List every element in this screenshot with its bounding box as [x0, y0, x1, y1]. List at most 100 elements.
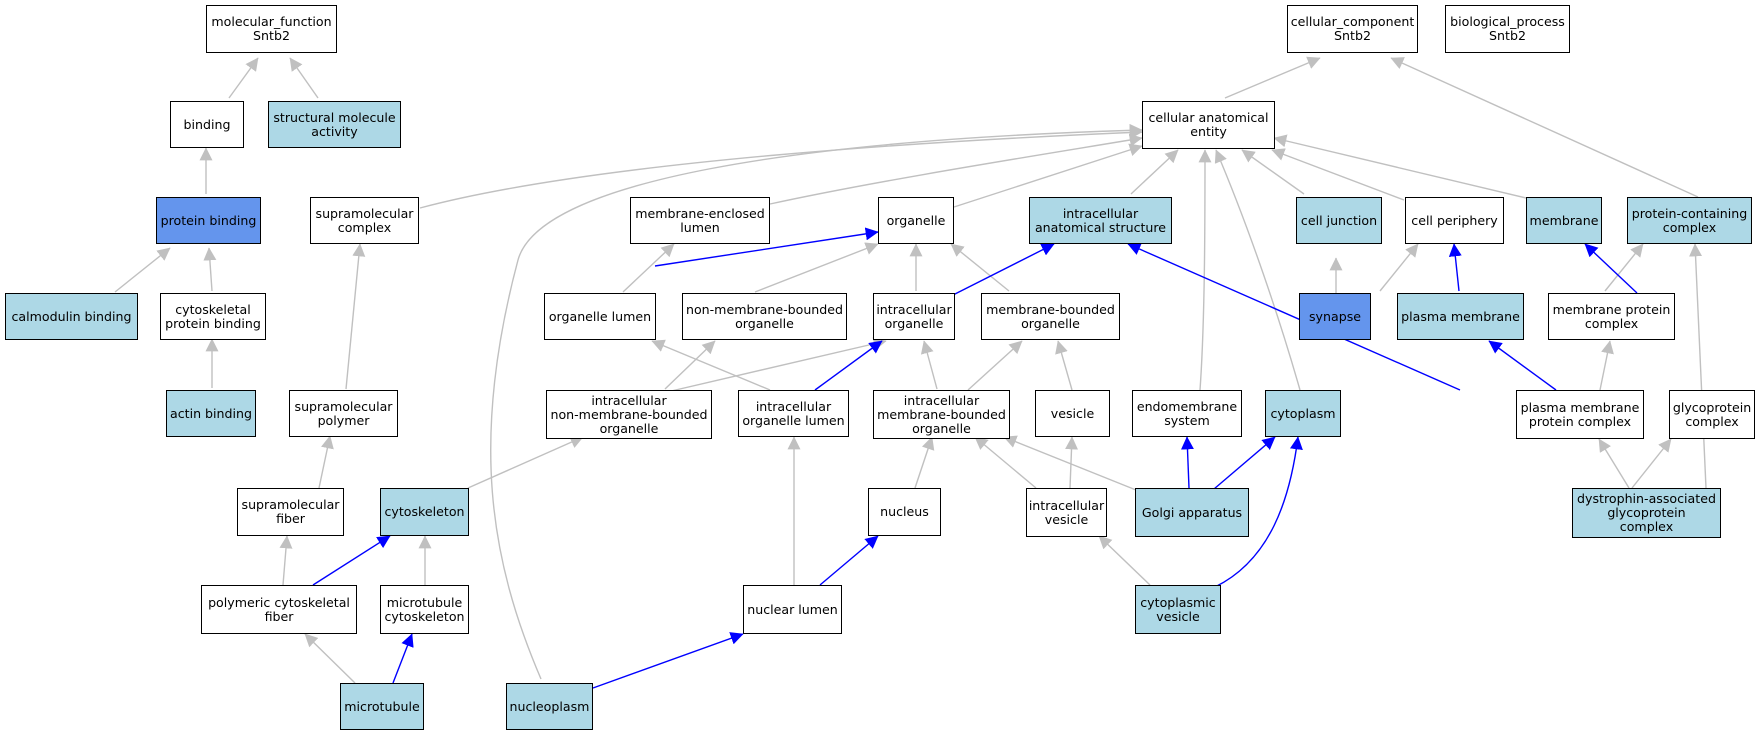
edge — [114, 247, 171, 293]
edge — [1127, 243, 1461, 391]
edge — [1214, 149, 1301, 391]
cytoplasmic-vesicle-node[interactable]: cytoplasmic vesicle — [1135, 585, 1221, 634]
edge — [304, 633, 356, 684]
microtubule-node[interactable]: microtubule — [340, 683, 424, 730]
intracellular-organelle-node[interactable]: intracellular organelle — [873, 293, 955, 340]
non-membrane-bounded-organelle-node[interactable]: non-membrane-bounded organelle — [682, 293, 847, 340]
edge — [1241, 149, 1305, 195]
structural-molecule-activity-node[interactable]: structural molecule activity — [268, 101, 401, 148]
nuclear-lumen-node[interactable]: nuclear lumen — [743, 585, 842, 634]
edge — [967, 340, 1023, 391]
edge — [666, 337, 887, 393]
edge — [1214, 436, 1303, 588]
edge — [1003, 435, 1137, 491]
edge — [203, 247, 217, 292]
edge — [289, 57, 319, 99]
polymeric-cytoskeletal-fiber-node[interactable]: polymeric cytoskeletal fiber — [201, 585, 357, 634]
edge — [1584, 243, 1638, 294]
edge — [1604, 243, 1644, 292]
plasma-membrane-protein-complex-node[interactable]: plasma membrane protein complex — [1516, 390, 1644, 439]
microtubule-cytoskeleton-node[interactable]: microtubule cytoskeleton — [380, 585, 469, 634]
cell-junction-node[interactable]: cell junction — [1296, 197, 1382, 244]
edge — [819, 535, 879, 586]
edge — [651, 339, 771, 391]
edge — [814, 340, 883, 391]
edge — [1224, 56, 1321, 99]
edge — [1098, 535, 1151, 586]
edge — [1065, 436, 1079, 489]
edge — [345, 243, 366, 390]
edge — [654, 227, 879, 267]
intracellular-membrane-bounded-organelle-node[interactable]: intracellular membrane-bounded organelle — [873, 390, 1010, 439]
binding-node[interactable]: binding — [170, 101, 244, 148]
edge — [312, 535, 391, 586]
organelle-lumen-node[interactable]: organelle lumen — [544, 293, 656, 340]
edge — [950, 243, 1010, 292]
edge — [592, 632, 744, 689]
edge — [490, 123, 1143, 680]
edge — [419, 126, 1143, 209]
edge — [228, 57, 259, 99]
supramolecular-complex-node[interactable]: supramolecular complex — [310, 197, 419, 244]
edge — [1448, 243, 1462, 292]
cytoskeleton-node[interactable]: cytoskeleton — [380, 488, 469, 536]
actin-binding-node[interactable]: actin binding — [166, 390, 256, 437]
edge — [920, 340, 938, 390]
intracellular-organelle-lumen-node[interactable]: intracellular organelle lumen — [738, 390, 849, 437]
cytoplasm-node[interactable]: cytoplasm — [1265, 390, 1341, 437]
edge — [1271, 148, 1405, 201]
cell-periphery-node[interactable]: cell periphery — [1405, 197, 1504, 244]
intracellular-non-membrane-bounded-organelle-node[interactable]: intracellular non-membrane-bounded organ… — [546, 390, 712, 439]
nucleus-node[interactable]: nucleus — [868, 488, 941, 536]
glycoprotein-complex-node[interactable]: glycoprotein complex — [1669, 390, 1755, 439]
biological-process-node[interactable]: biological_process Sntb2 — [1445, 5, 1570, 53]
edge — [1379, 243, 1419, 292]
edge — [622, 243, 675, 293]
synapse-node[interactable]: synapse — [1299, 293, 1371, 340]
edge — [1689, 243, 1707, 489]
membrane-enclosed-lumen-node[interactable]: membrane-enclosed lumen — [630, 197, 770, 244]
edge — [392, 633, 414, 684]
edge — [754, 242, 879, 293]
supramolecular-fiber-node[interactable]: supramolecular fiber — [237, 488, 344, 536]
cytoskeletal-protein-binding-node[interactable]: cytoskeletal protein binding — [160, 293, 266, 340]
edge — [953, 143, 1143, 208]
edge — [1180, 436, 1194, 489]
cellular-component-node[interactable]: cellular_component Sntb2 — [1287, 5, 1418, 53]
edge — [1390, 57, 1699, 198]
protein-binding-node[interactable]: protein binding — [156, 197, 261, 244]
organelle-node[interactable]: organelle — [878, 197, 954, 244]
plasma-membrane-node[interactable]: plasma membrane — [1397, 293, 1524, 340]
protein-containing-complex-node[interactable]: protein-containing complex — [1627, 197, 1752, 244]
dystrophin-associated-glycoprotein-complex-node[interactable]: dystrophin-associated glycoprotein compl… — [1572, 488, 1721, 538]
molecular-function-node[interactable]: molecular_function Sntb2 — [206, 5, 337, 53]
nucleoplasm-node[interactable]: nucleoplasm — [506, 683, 593, 730]
supramolecular-polymer-node[interactable]: supramolecular polymer — [289, 390, 398, 437]
cellular-anatomical-entity-node[interactable]: cellular anatomical entity — [1142, 101, 1275, 149]
edge — [1598, 438, 1630, 489]
intracellular-anatomical-structure-node[interactable]: intracellular anatomical structure — [1029, 197, 1172, 244]
endomembrane-system-node[interactable]: endomembrane system — [1132, 390, 1242, 437]
intracellular-vesicle-node[interactable]: intracellular vesicle — [1026, 488, 1107, 537]
edge — [1599, 340, 1614, 391]
calmodulin-binding-node[interactable]: calmodulin binding — [5, 293, 138, 340]
edge — [318, 435, 334, 489]
edge — [1273, 134, 1527, 199]
edge — [279, 535, 293, 586]
edge — [1488, 340, 1557, 391]
vesicle-node[interactable]: vesicle — [1035, 390, 1110, 437]
membrane-node[interactable]: membrane — [1526, 197, 1602, 244]
edge — [1198, 149, 1212, 391]
membrane-bounded-organelle-node[interactable]: membrane-bounded organelle — [981, 293, 1120, 340]
membrane-protein-complex-node[interactable]: membrane protein complex — [1548, 293, 1675, 340]
edge — [664, 340, 716, 390]
edge — [914, 436, 935, 489]
edge — [1130, 149, 1179, 195]
edge — [1213, 436, 1276, 490]
edge — [769, 133, 1143, 205]
edge — [1631, 438, 1672, 489]
edge — [467, 436, 584, 489]
edge — [1055, 340, 1073, 391]
golgi-apparatus-node[interactable]: Golgi apparatus — [1135, 488, 1249, 537]
